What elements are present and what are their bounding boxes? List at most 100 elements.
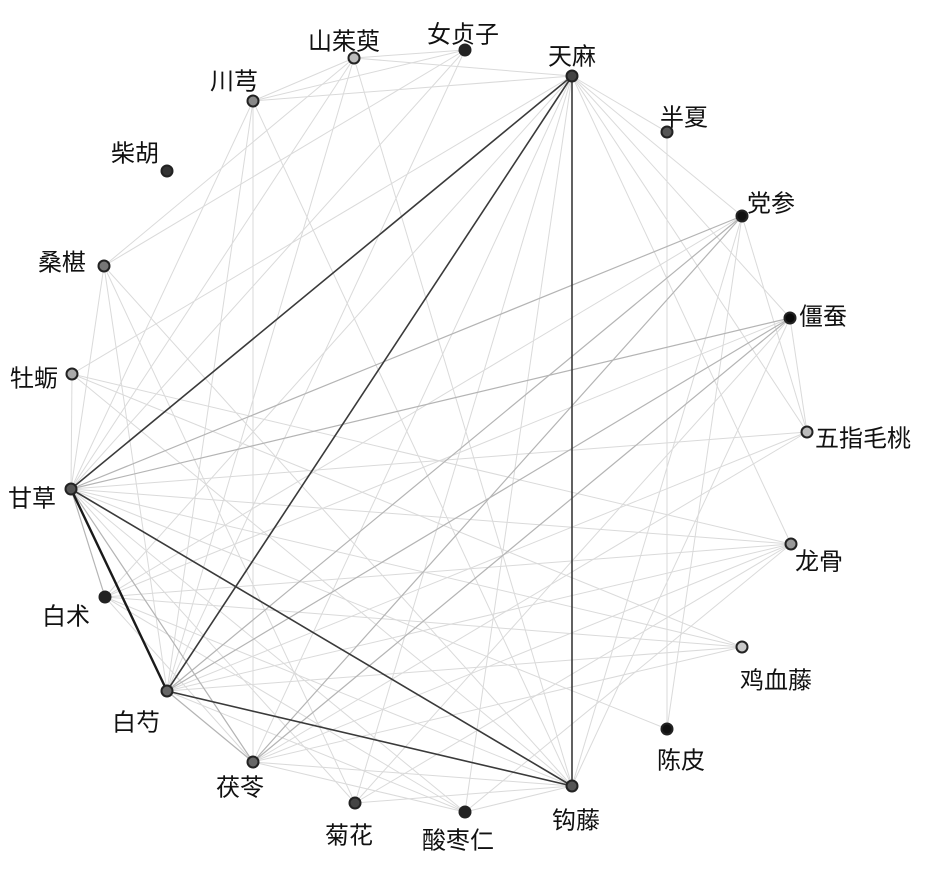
node-label-chenpi: 陈皮 bbox=[657, 747, 705, 775]
edge-muli-jixueteng bbox=[71, 373, 743, 648]
node-dot-banxia bbox=[660, 125, 674, 139]
edge-gouteng-juhua bbox=[354, 785, 573, 804]
edge-tianma-juhua bbox=[354, 75, 573, 804]
node-longgu: 龙骨 bbox=[784, 537, 843, 576]
edge-gancao-dangshen bbox=[70, 215, 743, 490]
edge-gouteng-chuanxiong bbox=[252, 100, 573, 787]
edge-baishao-jiangcan bbox=[166, 317, 791, 692]
node-label-sangshen: 桑椹 bbox=[38, 249, 86, 277]
node-chenpi: 陈皮 bbox=[657, 722, 705, 775]
node-label-chuanxiong: 川芎 bbox=[210, 68, 258, 96]
edge-fuling-longgu bbox=[252, 543, 792, 763]
edge-baizhu-suanzaoren bbox=[104, 596, 466, 813]
node-dot-baizhu bbox=[98, 590, 112, 604]
node-dot-muli bbox=[65, 367, 79, 381]
node-gancao: 甘草 bbox=[8, 482, 78, 513]
node-baishao: 白芍 bbox=[112, 684, 174, 737]
node-label-muli: 牡蛎 bbox=[10, 365, 58, 393]
node-label-dangshen: 党参 bbox=[747, 190, 795, 218]
node-dot-baishao bbox=[160, 684, 174, 698]
edge-gouteng-shanzhuyu bbox=[353, 57, 573, 787]
node-dot-nvzhenzi bbox=[458, 43, 472, 57]
edge-tianma-dangshen bbox=[571, 75, 743, 217]
node-shanzhuyu: 山茱萸 bbox=[308, 28, 380, 65]
edge-chuanxiong-shanzhuyu bbox=[252, 57, 355, 102]
node-wuzhimaotao: 五指毛桃 bbox=[800, 425, 911, 453]
node-label-gouteng: 钩藤 bbox=[552, 807, 600, 835]
edge-suanzaoren-longgu bbox=[464, 543, 792, 813]
edge-baishao-longgu bbox=[166, 543, 792, 692]
node-dot-chuanxiong bbox=[246, 94, 260, 108]
node-baizhu: 白术 bbox=[42, 590, 112, 631]
edge-gancao-tianma bbox=[70, 75, 573, 490]
edge-fuling-baizhu bbox=[104, 596, 254, 763]
node-chaihu: 柴胡 bbox=[111, 140, 174, 178]
edge-tianma-baizhu bbox=[104, 75, 573, 598]
node-dot-gouteng bbox=[565, 779, 579, 793]
edge-jiangcan-wuzhimaotao bbox=[789, 317, 808, 433]
edge-gouteng-sangshen bbox=[103, 265, 573, 787]
node-label-suanzaoren: 酸枣仁 bbox=[422, 827, 494, 855]
edge-jiangcan-baizhu bbox=[104, 317, 791, 598]
edge-gancao-nvzhenzi bbox=[70, 49, 466, 490]
node-dot-wuzhimaotao bbox=[800, 425, 814, 439]
edge-baishao-chuanxiong bbox=[166, 100, 254, 692]
node-label-gancao: 甘草 bbox=[8, 485, 56, 513]
node-dot-juhua bbox=[348, 796, 362, 810]
edge-gancao-shanzhuyu bbox=[70, 57, 355, 490]
edge-gancao-fuling bbox=[70, 488, 254, 763]
edge-sangshen-nvzhenzi bbox=[103, 49, 466, 267]
edge-tianma-chuanxiong bbox=[252, 75, 573, 102]
edge-dangshen-chenpi bbox=[666, 215, 743, 730]
edge-tianma-banxia bbox=[571, 75, 668, 133]
edge-tianma-longgu bbox=[571, 75, 792, 545]
edge-dangshen-baizhu bbox=[104, 215, 743, 598]
edge-gouteng-suanzaoren bbox=[464, 785, 573, 813]
node-muli: 牡蛎 bbox=[10, 365, 79, 393]
edge-gancao-longgu bbox=[70, 488, 792, 545]
edge-tianma-muli bbox=[71, 75, 573, 375]
node-fuling: 茯苓 bbox=[216, 755, 264, 802]
node-chuanxiong: 川芎 bbox=[210, 68, 260, 108]
edge-baishao-sangshen bbox=[103, 265, 168, 692]
edge-tianma-jiangcan bbox=[571, 75, 791, 319]
node-juhua: 菊花 bbox=[325, 796, 373, 850]
edge-gouteng-dangshen bbox=[571, 215, 743, 787]
edge-fuling-dangshen bbox=[252, 215, 743, 763]
edge-gancao-gouteng bbox=[70, 488, 573, 787]
node-jixueteng: 鸡血藤 bbox=[735, 640, 812, 695]
node-dot-shanzhuyu bbox=[347, 51, 361, 65]
edge-gancao-baishao bbox=[69, 488, 169, 692]
edge-gouteng-fuling bbox=[252, 761, 573, 787]
edge-gancao-jixueteng bbox=[70, 488, 743, 648]
node-sangshen: 桑椹 bbox=[38, 249, 111, 277]
node-dot-sangshen bbox=[97, 259, 111, 273]
edge-baishao-jixueteng bbox=[166, 646, 743, 692]
edge-baishao-gouteng bbox=[166, 690, 573, 787]
edge-tianma-suanzaoren bbox=[464, 75, 573, 813]
edge-baizhu-longgu bbox=[104, 543, 792, 598]
node-label-banxia: 半夏 bbox=[660, 104, 708, 132]
node-nvzhenzi: 女贞子 bbox=[427, 21, 499, 57]
edge-muli-longgu bbox=[71, 373, 792, 545]
node-dangshen: 党参 bbox=[735, 190, 795, 223]
node-dot-longgu bbox=[784, 537, 798, 551]
edge-sangshen-shanzhuyu bbox=[103, 57, 355, 267]
edge-baishao-wuzhimaotao bbox=[166, 431, 808, 692]
edge-baishao-nvzhenzi bbox=[166, 49, 466, 692]
node-dot-jiangcan bbox=[783, 311, 797, 325]
node-dot-jixueteng bbox=[735, 640, 749, 654]
edge-fuling-jiangcan bbox=[252, 317, 791, 763]
node-label-jiangcan: 僵蚕 bbox=[799, 303, 847, 331]
edge-baishao-dangshen bbox=[166, 215, 743, 692]
edge-chuanxiong-nvzhenzi bbox=[252, 49, 466, 102]
node-label-tianma: 天麻 bbox=[548, 43, 596, 71]
node-dot-gancao bbox=[64, 482, 78, 496]
edge-baishao-tianma bbox=[166, 75, 573, 692]
edge-gancao-baizhu bbox=[70, 488, 106, 598]
node-label-juhua: 菊花 bbox=[325, 822, 373, 850]
edge-gancao-jiangcan bbox=[70, 317, 791, 490]
node-label-baizhu: 白术 bbox=[42, 603, 90, 631]
node-banxia: 半夏 bbox=[660, 104, 708, 139]
